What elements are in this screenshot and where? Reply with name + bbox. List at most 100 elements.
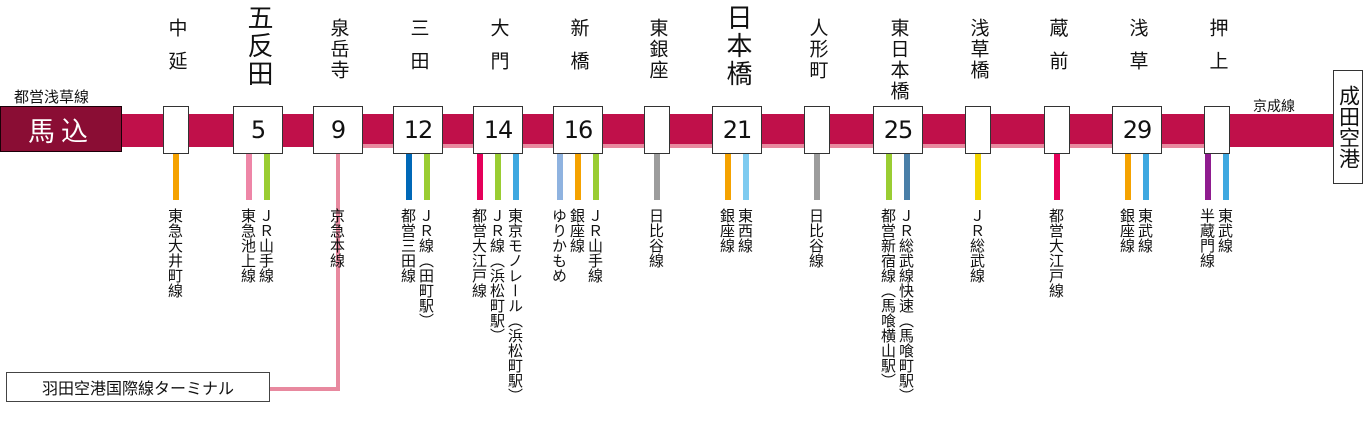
- station-name: 蔵前: [1037, 18, 1077, 98]
- transfer-line-color: [1125, 154, 1131, 200]
- transfer-line-label: 東急池上線: [239, 208, 258, 287]
- transfer-line-label: 都営大江戸線: [470, 208, 489, 302]
- origin-station-name: 馬込: [28, 116, 94, 148]
- line-name-label: 都営浅草線: [14, 88, 90, 106]
- transfer-line-label: 東西線: [736, 208, 755, 257]
- transfer-line-label-text: 日比谷線: [647, 208, 665, 268]
- station-name: 五反田: [238, 4, 278, 88]
- station-name-text: 人形町: [806, 18, 829, 81]
- transfer-line-label-text: 東京モノレール（浜松町駅）: [506, 208, 524, 403]
- travel-minutes: 16: [563, 116, 594, 144]
- transfer-line-label-text: ＪＲ山手線: [257, 208, 275, 283]
- station-name-text: 押上: [1206, 18, 1229, 84]
- station-name-text: 三田: [407, 18, 430, 84]
- transfer-line-color: [264, 154, 270, 200]
- transfer-line-color: [1205, 154, 1211, 200]
- station-box: 12: [393, 106, 443, 154]
- station-name: 三田: [398, 18, 438, 98]
- travel-minutes: 29: [1122, 116, 1153, 144]
- transfer-line-label-text: 東西線: [736, 208, 754, 253]
- transfer-line-label: 都営大江戸線: [1047, 208, 1066, 302]
- transfer-line-label: 京急本線: [328, 208, 347, 272]
- transfer-line-color: [406, 154, 412, 200]
- transfer-line-label: ＪＲ線（田町駅）: [417, 208, 436, 332]
- transfer-line-color: [246, 154, 252, 200]
- station-box: [804, 106, 830, 154]
- station-box: 9: [313, 106, 363, 154]
- transfer-line-label-text: 銀座線: [718, 208, 736, 253]
- station-name-text: 日本橋: [722, 4, 752, 88]
- transfer-line-label-text: ＪＲ総武線快速（馬喰町駅）: [897, 208, 915, 403]
- transfer-line-label: 銀座線: [718, 208, 737, 257]
- station-name-text: 蔵前: [1046, 18, 1069, 84]
- transfer-line-label: 半蔵門線: [1198, 208, 1217, 272]
- transfer-line-label-text: 東武線: [1136, 208, 1154, 253]
- transfer-line-label-text: 都営大江戸線: [1047, 208, 1065, 298]
- transfer-line-label: ＪＲ山手線: [586, 208, 605, 287]
- transfer-line-label: ＪＲ総武線: [968, 208, 987, 287]
- transfer-line-color: [495, 154, 501, 200]
- transfer-line-color: [904, 154, 910, 200]
- terminus-name: 成田空港: [1336, 85, 1361, 169]
- transfer-line-color: [1054, 154, 1060, 200]
- transfer-line-color: [654, 154, 660, 200]
- travel-minutes: 25: [883, 116, 914, 144]
- travel-minutes: 9: [330, 116, 346, 144]
- transfer-line-label-text: 銀座線: [1118, 208, 1136, 253]
- transfer-line-label-text: 日比谷線: [807, 208, 825, 268]
- transfer-line-label-text: 都営三田線: [399, 208, 417, 283]
- origin-station-box: 馬込: [0, 106, 122, 152]
- transfer-line-color: [575, 154, 581, 200]
- transfer-line-label-text: 銀座線: [568, 208, 586, 253]
- transfer-line-label-text: 東急大井町線: [166, 208, 184, 298]
- travel-minutes: 21: [722, 116, 753, 144]
- terminus-box: 成田空港: [1333, 70, 1363, 184]
- transfer-line-color: [424, 154, 430, 200]
- station-box: 16: [553, 106, 603, 154]
- branch-terminus-name: 羽田空港国際線ターミナル: [41, 379, 234, 398]
- transfer-line-label: 銀座線: [568, 208, 587, 257]
- travel-minutes: 5: [250, 116, 266, 144]
- transfer-line-label: 銀座線: [1118, 208, 1137, 257]
- station-name-text: 東銀座: [646, 18, 669, 81]
- transfer-line-color: [513, 154, 519, 200]
- transfer-line-label-text: 都営新宿線（馬喰横山駅）: [879, 208, 897, 388]
- transfer-line-color: [593, 154, 599, 200]
- branch-line-horizontal: [268, 387, 340, 391]
- station-box: [965, 106, 991, 154]
- keisei-direct-line: [340, 144, 1230, 148]
- station-box: [163, 106, 189, 154]
- station-box: 21: [712, 106, 762, 154]
- transfer-line-label: ＪＲ線（浜松町駅）: [488, 208, 507, 347]
- station-name: 大門: [478, 18, 518, 98]
- station-name-text: 五反田: [243, 4, 273, 88]
- transfer-line-color: [886, 154, 892, 200]
- transfer-line-color: [743, 154, 749, 200]
- transfer-line-label: 東武線: [1216, 208, 1235, 257]
- station-box: [1204, 106, 1230, 154]
- transfer-line-label-text: 半蔵門線: [1198, 208, 1216, 268]
- transfer-line-color: [477, 154, 483, 200]
- transfer-line-label: 日比谷線: [807, 208, 826, 272]
- station-box: 25: [873, 106, 923, 154]
- station-name-text: 浅草橋: [967, 18, 990, 81]
- station-name: 泉岳寺: [318, 18, 358, 98]
- transfer-line-color: [1223, 154, 1229, 200]
- station-box: [1044, 106, 1070, 154]
- transfer-line-label: 東武線: [1136, 208, 1155, 257]
- transfer-line-label: ゆりかもめ: [550, 208, 569, 287]
- branch-line-vertical: [336, 147, 340, 391]
- station-name: 浅草: [1117, 18, 1157, 98]
- transfer-line-label: 都営三田線: [399, 208, 418, 287]
- transfer-line-label-text: 東急池上線: [239, 208, 257, 283]
- transfer-line-color: [557, 154, 563, 200]
- station-name: 日本橋: [717, 4, 757, 88]
- travel-minutes: 14: [483, 116, 514, 144]
- transfer-line-color: [975, 154, 981, 200]
- transfer-line-label-text: 都営大江戸線: [470, 208, 488, 298]
- transfer-line-label-text: ＪＲ線（田町駅）: [417, 208, 435, 328]
- station-name-text: 新橋: [567, 18, 590, 84]
- transfer-line-label-text: ＪＲ線（浜松町駅）: [488, 208, 506, 343]
- station-box: [644, 106, 670, 154]
- station-name-text: 大門: [487, 18, 510, 84]
